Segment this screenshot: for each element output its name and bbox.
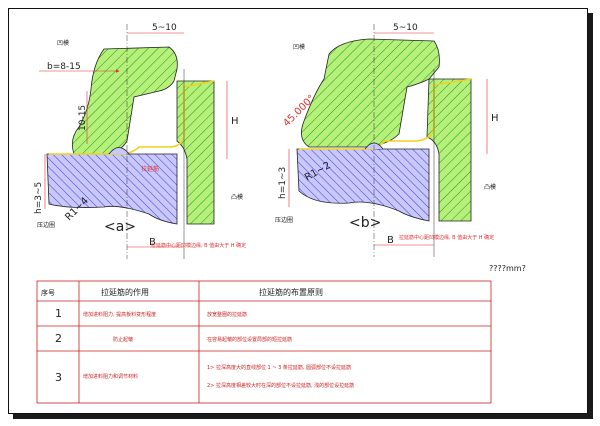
dim-H-a: H xyxy=(231,116,239,127)
diagram-a: 5~10 b=8-15 10-15 h=3~5 R1~4 H B 凹模 凸模 压… xyxy=(34,23,246,259)
blankholder-b xyxy=(296,148,430,222)
drawing-sheet: 5~10 b=8-15 10-15 h=3~5 R1~4 H B 凹模 凸模 压… xyxy=(8,8,588,414)
th-rules: 拉延筋的布置原则 xyxy=(259,287,323,297)
dim-h-b: h=1~3 xyxy=(278,167,288,199)
die-b xyxy=(301,38,440,148)
row-3-role: 增加进料阻力和调节材料 xyxy=(83,373,138,380)
table xyxy=(36,280,492,404)
dim-h-a: h=3~5 xyxy=(34,182,44,214)
dim-H-b: H xyxy=(491,113,499,124)
sheet-a xyxy=(49,80,215,155)
unit-note: ????mm? xyxy=(489,264,526,273)
row-3-num: 3 xyxy=(55,371,62,384)
row-3-rule-1: 1> 拉深高度大的直线部位 1 ~ 3 条拉延筋, 圆弧部位不设拉延筋 xyxy=(207,364,351,371)
row-1-rule: 放宽整圈的拉延筋 xyxy=(207,311,247,318)
dim-height-a: 10-15 xyxy=(78,105,88,131)
th-role: 拉延筋的作用 xyxy=(101,287,149,297)
label-blank-a: 压边圈 xyxy=(37,221,55,229)
th-num: 序号 xyxy=(41,288,55,297)
row-1-num: 1 xyxy=(55,307,62,320)
label-note-b: 拉延筋中心距凹模边缘, B 值由大于 H 确定 xyxy=(399,234,494,241)
blankholder-a xyxy=(46,153,178,225)
row-2-num: 2 xyxy=(55,332,62,345)
diagram-b: 5~10 45.000° R1~2 h=1~3 H B 凹模 凸模 压边圈 拉延… xyxy=(275,23,499,257)
row-2-rule: 在容易起皱的部位设置局部的短拉延筋 xyxy=(207,336,292,343)
dim-B-a: B xyxy=(149,237,156,248)
caption-a: <a> xyxy=(104,219,136,235)
dim-B-b: B xyxy=(387,235,394,246)
punch-a xyxy=(176,80,215,225)
row-2-role: 防止起皱 xyxy=(113,336,133,343)
cad-drawing: 5~10 b=8-15 10-15 h=3~5 R1~4 H B 凹模 凸模 压… xyxy=(34,23,526,404)
label-bead-a: 拉延筋 xyxy=(141,165,159,173)
dim-top-a: 5~10 xyxy=(152,23,177,33)
label-blank-b: 压边圈 xyxy=(275,216,293,224)
label-ring-b: 凹模 xyxy=(293,43,305,51)
label-punch-a: 凸模 xyxy=(231,193,243,201)
label-punch-b: 凸模 xyxy=(484,183,496,191)
dim-top-b: 5~10 xyxy=(393,23,418,33)
caption-b: <b> xyxy=(349,215,381,231)
label-note-a: 拉延筋中心距凹模边缘, B 值由大于 H 确定 xyxy=(151,242,246,249)
dim-b-a: b=8-15 xyxy=(47,62,81,72)
label-ring-a: 凹模 xyxy=(57,39,69,47)
row-3-rule-2: 2> 拉深高度相差较大时在深的部位不设拉延筋, 浅的部位设拉延筋 xyxy=(207,382,354,389)
row-1-role: 增加进料阻力, 提高板料变形程度 xyxy=(83,311,156,318)
die-a xyxy=(71,46,178,155)
bead-a xyxy=(108,147,130,155)
